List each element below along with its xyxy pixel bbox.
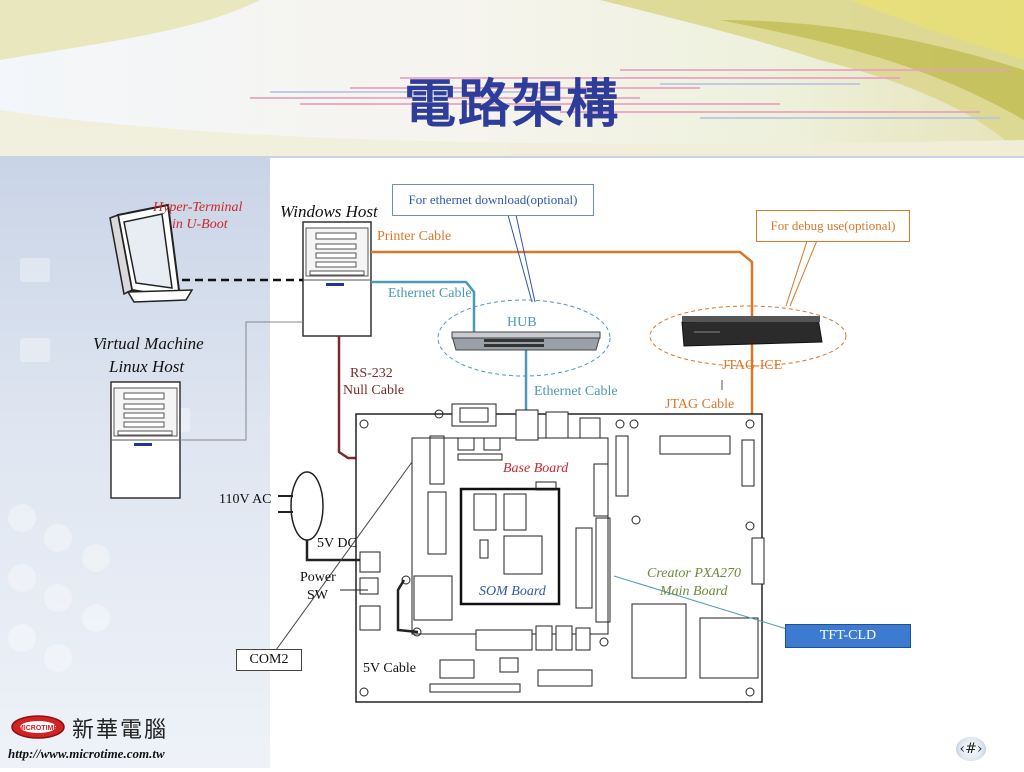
jtag-cable-label: JTAG Cable [665, 397, 735, 412]
power-adapter-icon [278, 471, 324, 541]
windows-host-label: Windows Host [280, 202, 378, 221]
five-v-cable-line [396, 579, 419, 634]
tft-label: TFT-CLD [785, 624, 911, 648]
jtag-ice-label: JTAG-ICE [722, 358, 783, 373]
tft-pointer [613, 575, 791, 631]
com2-pointer [275, 461, 413, 651]
five-v-cable-label: 5V Cable [363, 661, 417, 676]
callout-ethernet-pointer [507, 214, 533, 303]
hub-label: HUB [507, 315, 537, 330]
ethernet-cable-top-line [371, 280, 476, 332]
windows-host-pc-icon [302, 221, 372, 337]
logo-badge-text: MICROTIME [18, 725, 58, 732]
base-board-label: Base Board [503, 461, 569, 476]
hub-icon [451, 331, 601, 351]
ethernet-cable-mid-label: Ethernet Cable [534, 384, 618, 399]
callout-debug-pointer-2 [789, 237, 819, 307]
dc-label: 5V DC [317, 536, 357, 551]
com2-label: COM2 [236, 649, 302, 671]
vm-label-2: Linux Host [109, 357, 185, 376]
title-banner [0, 0, 1024, 158]
monitor-icon [109, 203, 194, 303]
ethernet-cable-top-label: Ethernet Cable [388, 286, 472, 301]
creator-label-1: Creator PXA270 [647, 566, 741, 581]
hyper-terminal-label-2: in U-Boot [172, 217, 228, 232]
som-board [459, 481, 561, 606]
company-name: 新華電腦 [72, 718, 169, 743]
company-url[interactable]: http://www.microtime.com.tw [8, 746, 165, 761]
power-label-2: SW [307, 588, 328, 603]
creator-label-2: Main Board [660, 584, 728, 599]
virtual-machine-link-line [180, 321, 303, 441]
dc-power-line [305, 540, 360, 562]
jtag-ice-device-icon [681, 316, 823, 347]
rs232-label-2: Null Cable [343, 383, 405, 398]
creator-main-board [355, 403, 765, 703]
hub-highlight [437, 299, 611, 377]
power-label-1: Power [300, 570, 336, 585]
vm-label-1: Virtual Machine [93, 334, 204, 353]
som-board-label: SOM Board [479, 584, 546, 599]
ac-label: 110V AC [219, 492, 272, 507]
hyper-terminal-label-1: Hyper-Terminal [153, 200, 243, 215]
jtag-ice-highlight [649, 305, 847, 367]
printer-cable-label: Printer Cable [377, 229, 452, 244]
rs232-label-1: RS-232 [350, 366, 393, 381]
callout-debug-pointer [785, 237, 809, 307]
callout-debug-use: For debug use(optional) [756, 210, 910, 242]
page-number-badge: ‹#› [956, 737, 986, 761]
callout-ethernet-pointer-2 [515, 214, 536, 303]
linux-host-pc-icon [110, 381, 181, 499]
microtime-logo-icon: MICROTIME [11, 715, 65, 739]
callout-ethernet-download: For ethernet download(optional) [392, 184, 594, 216]
slide-title: 電路架構 [403, 74, 620, 135]
